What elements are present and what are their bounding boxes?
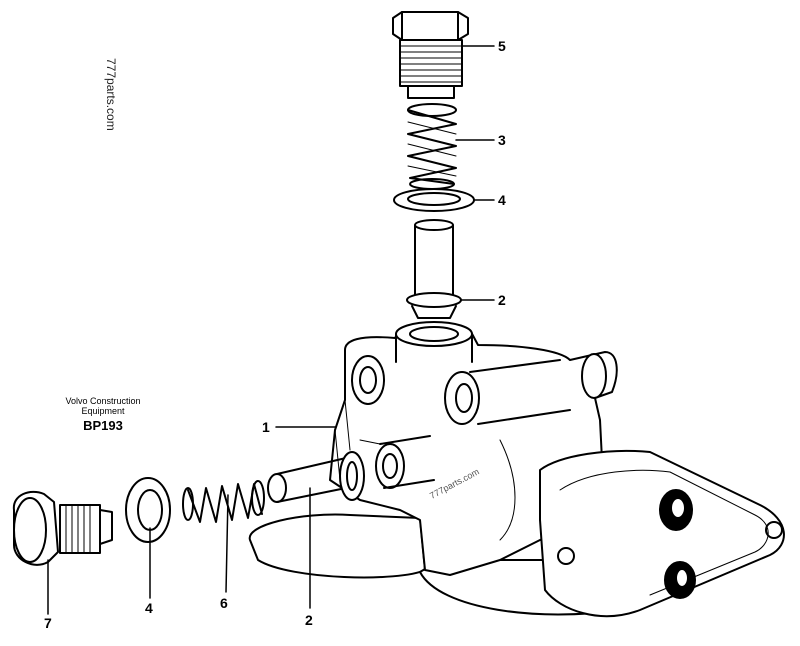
part-7-plug — [12, 490, 113, 566]
part-2-valve-side — [267, 451, 365, 503]
part-4-washer-side — [125, 477, 171, 543]
part-6-spring — [182, 480, 265, 523]
part-4-washer-top — [393, 188, 475, 212]
caption-line-1: Volvo Construction — [65, 396, 141, 406]
callout-1: 1 — [262, 419, 270, 435]
flange — [539, 449, 785, 618]
caption-block: Volvo Construction Equipment BP193 — [58, 396, 148, 433]
callout-4-top: 4 — [498, 192, 506, 208]
leader-lines — [47, 45, 495, 615]
callout-2-bottom: 2 — [305, 612, 313, 628]
diagram-code: BP193 — [83, 418, 123, 433]
callout-4-bottom: 4 — [145, 600, 153, 616]
part-3-spring — [407, 103, 457, 190]
caption-line-2: Equipment — [81, 406, 125, 416]
callout-7: 7 — [44, 615, 52, 631]
callout-3: 3 — [498, 132, 506, 148]
callout-2-top: 2 — [498, 292, 506, 308]
callout-5: 5 — [498, 38, 506, 54]
part-2-valve-top — [406, 219, 462, 319]
watermark-text: 777parts.com — [104, 58, 118, 131]
callout-6: 6 — [220, 595, 228, 611]
part-5-plug — [392, 11, 469, 99]
